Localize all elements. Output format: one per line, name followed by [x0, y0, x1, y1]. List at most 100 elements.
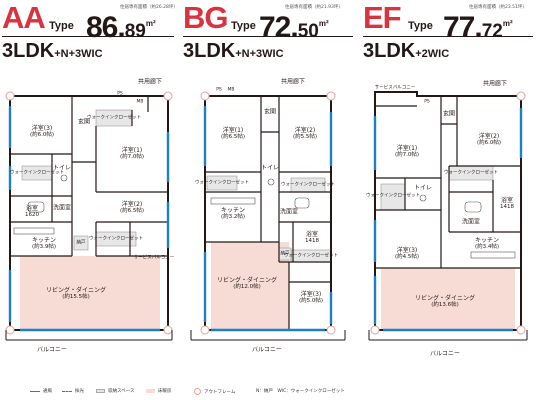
- layout-extra: +2WIC: [415, 48, 450, 60]
- floor-plan: 共用廊下 PS MB 洋室(3)(約6.0帖) ウォークインクローゼット 玄関 …: [0, 72, 178, 372]
- label-living-dining: リビング・ダイニング(約12.0帖): [216, 277, 278, 290]
- area-label: 住居専有面積（約26.28坪）: [120, 5, 178, 10]
- label-toilet: トイレ: [52, 164, 72, 172]
- type-word: Type: [408, 20, 433, 32]
- type-code: EF: [363, 0, 402, 35]
- label-balcony: バルコニー: [252, 346, 282, 354]
- area-decimal: 50: [297, 21, 319, 42]
- type-word: Type: [231, 20, 256, 32]
- title-rule: [2, 36, 174, 37]
- label-wic-right: ウォークインクローゼット: [281, 182, 335, 188]
- plan-aa-type: AA Type 住居専有面積（約26.28坪） 86.89m² 3LDK+N+3…: [0, 0, 178, 380]
- label-genkan: 玄関: [442, 110, 456, 118]
- legend-floor-heating: 床暖房: [146, 388, 172, 394]
- label-western1: 洋室(1)(約7.0帖): [394, 145, 420, 158]
- label-western2: 洋室(2)(約6.5帖): [119, 201, 145, 214]
- label-mb: MB: [136, 99, 144, 105]
- layout-name: 3LDK+N+3WIC: [183, 40, 284, 65]
- label-western3: 洋室(3)(約5.0帖): [298, 291, 324, 304]
- layout-name: 3LDK+2WIC: [363, 40, 449, 65]
- window-dash-icon: [62, 390, 72, 392]
- label-wic-bottom: ウォークインクローゼット: [284, 253, 338, 259]
- legend-outframe: アウトフレーム: [194, 388, 235, 395]
- label-wic-left: ウォークインクローゼット: [366, 193, 420, 199]
- label-mb: MB: [227, 87, 235, 93]
- floor-plan: 共用廊下 サービスバルコニー PS 玄関 洋室(1)(約7.0帖) 洋室(2)(…: [361, 72, 536, 372]
- label-ps: PS: [117, 91, 123, 97]
- label-genkan: 玄関: [77, 118, 91, 126]
- label-western3: 洋室(3)(約6.0帖): [29, 125, 55, 138]
- layout-name: 3LDK+N+3WIC: [2, 40, 103, 65]
- title-rule: [183, 36, 353, 37]
- legend-transom: 通風: [30, 388, 52, 394]
- label-kitchen: キッチン(約3.4帖): [474, 237, 500, 250]
- label-corridor: 共用廊下: [137, 78, 163, 86]
- layout-main: 3LDK: [183, 40, 236, 62]
- legend: 通風 採光 収納スペース 床暖房 アウトフレーム N：納戸 WIC：ウォークイン…: [0, 384, 536, 398]
- label-western1: 洋室(1)(約7.0帖): [119, 147, 145, 160]
- label-wic-top: ウォークインクローゼット: [87, 115, 141, 121]
- label-western2: 洋室(2)(約5.5帖): [292, 127, 318, 140]
- label-storage: 納戸: [280, 251, 290, 257]
- floor-heating-swatch-icon: [146, 389, 155, 393]
- legend-storage: 収納スペース: [96, 388, 134, 394]
- floor-plan-drawing: [5, 91, 173, 341]
- floor-plan-drawing: [368, 91, 528, 341]
- label-ps: PS: [216, 87, 222, 93]
- label-living-dining: リビング・ダイニング(約15.5帖): [45, 287, 107, 300]
- label-kitchen: キッチン(約3.2帖): [220, 207, 246, 220]
- label-service-balcony: サービスバルコニー: [374, 85, 416, 91]
- type-code: AA: [2, 0, 46, 35]
- label-washroom: 洗面室: [461, 218, 481, 226]
- layout-main: 3LDK: [363, 40, 416, 62]
- floor-plan-drawing: [190, 91, 346, 341]
- area-integer: 77.: [443, 11, 483, 44]
- label-living-dining: リビング・ダイニング(約13.6帖): [414, 295, 476, 308]
- label-toilet: トイレ: [413, 184, 433, 192]
- plan-ef-type: EF Type 住居専有面積（約23.51坪） 77.72m² 3LDK+2WI…: [361, 0, 536, 380]
- area-unit: m²: [502, 19, 513, 28]
- area-label: 住居専有面積（約23.51坪）: [469, 5, 527, 10]
- outframe-ring-icon: [194, 388, 201, 395]
- label-western2: 洋室(2)(約6.0帖): [476, 133, 502, 146]
- legend-abbreviations: N：納戸 WIC：ウォークインクローゼット: [256, 389, 345, 394]
- label-balcony: バルコニー: [37, 346, 67, 354]
- area-integer: 72.: [259, 11, 299, 44]
- type-word: Type: [49, 20, 74, 32]
- area-integer: 86.: [86, 11, 126, 44]
- layout-main: 3LDK: [2, 40, 55, 62]
- label-corridor: 共用廊下: [482, 80, 508, 88]
- label-balcony: バルコニー: [430, 350, 460, 358]
- area-unit: m²: [145, 19, 156, 28]
- label-wic-left: ウォークインクローゼット: [10, 170, 64, 176]
- label-wic-bottom: ウォークインクローゼット: [89, 236, 143, 242]
- area-unit: m²: [318, 19, 329, 28]
- label-washroom: 洗面室: [52, 204, 72, 212]
- floor-plan: 共用廊下 PS MB 洋室(1)(約6.5帖) 玄関 洋室(2)(約5.5帖) …: [181, 72, 355, 372]
- label-kitchen: キッチン(約3.9帖): [31, 237, 57, 250]
- area-decimal: 72: [481, 21, 503, 42]
- label-corridor: 共用廊下: [280, 78, 306, 86]
- window-line-icon: [30, 390, 40, 392]
- title-rule: [363, 36, 533, 37]
- label-ps: PS: [424, 99, 430, 105]
- layout-extra: +N+3WIC: [54, 48, 103, 60]
- label-wic-left: ウォークインクローゼット: [195, 180, 249, 186]
- label-washroom: 洗面室: [279, 208, 299, 216]
- label-western1: 洋室(1)(約6.5帖): [220, 127, 246, 140]
- label-western3: 洋室(3)(約4.5帖): [394, 247, 420, 260]
- label-storage: 納戸: [76, 240, 86, 246]
- label-service-balcony: サービスバルコニー: [133, 255, 175, 261]
- legend-daylight: 採光: [62, 388, 84, 394]
- label-genkan: 玄関: [263, 108, 277, 116]
- label-toilet: トイレ: [260, 164, 280, 172]
- label-wic-right: ウォークインクローゼット: [444, 170, 498, 176]
- area-label: 住居専有面積（約21.93坪）: [285, 5, 343, 10]
- plan-bg-type: BG Type 住居専有面積（約21.93坪） 72.50m² 3LDK+N+3…: [181, 0, 355, 380]
- area-decimal: 89: [124, 21, 146, 42]
- floor-area: 77.72m²: [443, 8, 513, 48]
- type-code: BG: [183, 0, 228, 35]
